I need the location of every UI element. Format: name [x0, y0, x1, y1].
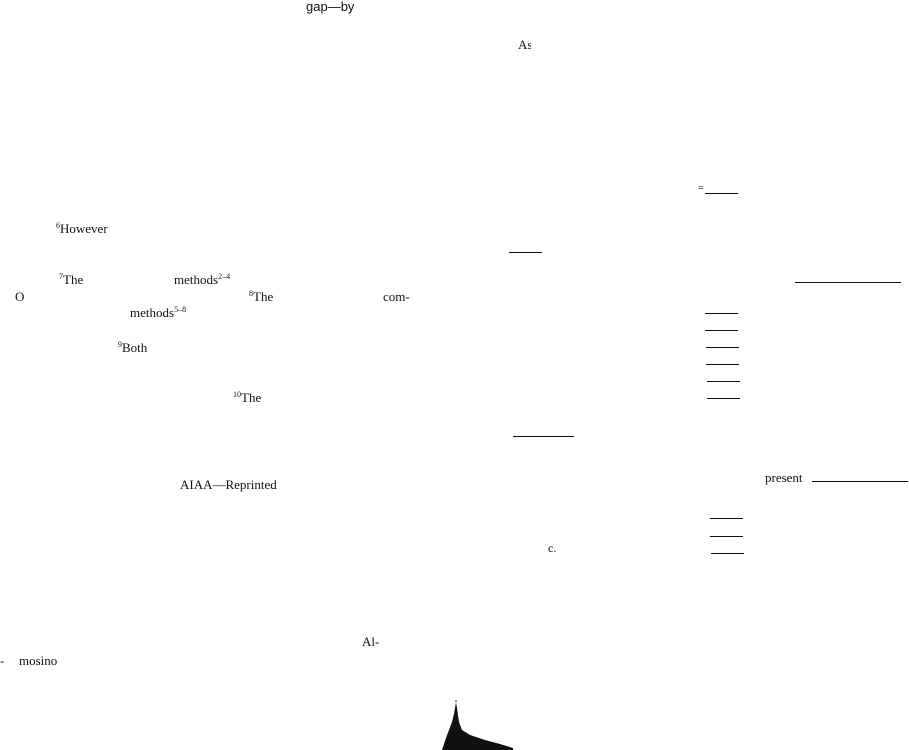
fragment-gap-by: gap—by	[306, 0, 355, 14]
fragment-text: The	[241, 390, 262, 405]
fraction-rule	[705, 330, 738, 331]
fragment-as: As	[518, 37, 531, 52]
fragment-both: 9Both	[118, 340, 147, 355]
fraction-rule	[707, 381, 740, 382]
fragment-al: Al-	[362, 634, 380, 649]
fragment-aiaa-reprinted: AIAA—Reprinted	[180, 477, 277, 492]
fraction-rule	[513, 436, 574, 437]
fragment-methods-5-8: methods5–8	[130, 305, 186, 320]
figure-fragment	[442, 700, 513, 750]
fragment-the-8: 8The	[249, 289, 273, 304]
fragment-text: The	[63, 272, 84, 287]
footnote-ref: 8	[249, 289, 253, 298]
footnote-ref: 7	[59, 272, 63, 281]
fraction-rule	[705, 193, 738, 194]
fraction-rule	[706, 347, 739, 348]
fraction-rule	[705, 313, 738, 314]
footnote-ref: 5–8	[174, 305, 187, 314]
fraction-rule	[711, 553, 744, 554]
footnote-ref: 9	[118, 340, 122, 349]
footnote-ref: 10	[233, 390, 241, 399]
fragment-the-10: 10The	[233, 390, 261, 405]
fragment-present: present	[765, 470, 803, 485]
fragment-text: Both	[122, 340, 148, 355]
fragment-mosino: mosino	[19, 653, 58, 668]
fragment-com: com-	[383, 289, 410, 304]
fragment-methods-2-4: methods2–4	[174, 272, 230, 287]
fragment-o: O	[15, 289, 25, 304]
footnote-ref: 6	[56, 221, 60, 230]
fraction-rule	[710, 518, 743, 519]
fragment-text: methods	[174, 272, 219, 287]
fraction-rule	[710, 536, 743, 537]
fragment-equals: =	[698, 183, 704, 194]
table-rule	[812, 481, 908, 482]
fragment-however: 6However	[56, 221, 108, 236]
fraction-rule	[707, 398, 740, 399]
fragment-text: The	[253, 289, 274, 304]
fragment-text: However	[60, 221, 108, 236]
fraction-rule	[706, 364, 739, 365]
table-rule	[795, 282, 901, 283]
fragment-dash: -	[0, 653, 5, 668]
fragment-the-7: 7The	[59, 272, 83, 287]
fragment-text: methods	[130, 305, 175, 320]
footnote-ref: 2–4	[218, 272, 231, 281]
fragment-c: c.	[548, 541, 557, 555]
fraction-rule	[509, 252, 542, 253]
